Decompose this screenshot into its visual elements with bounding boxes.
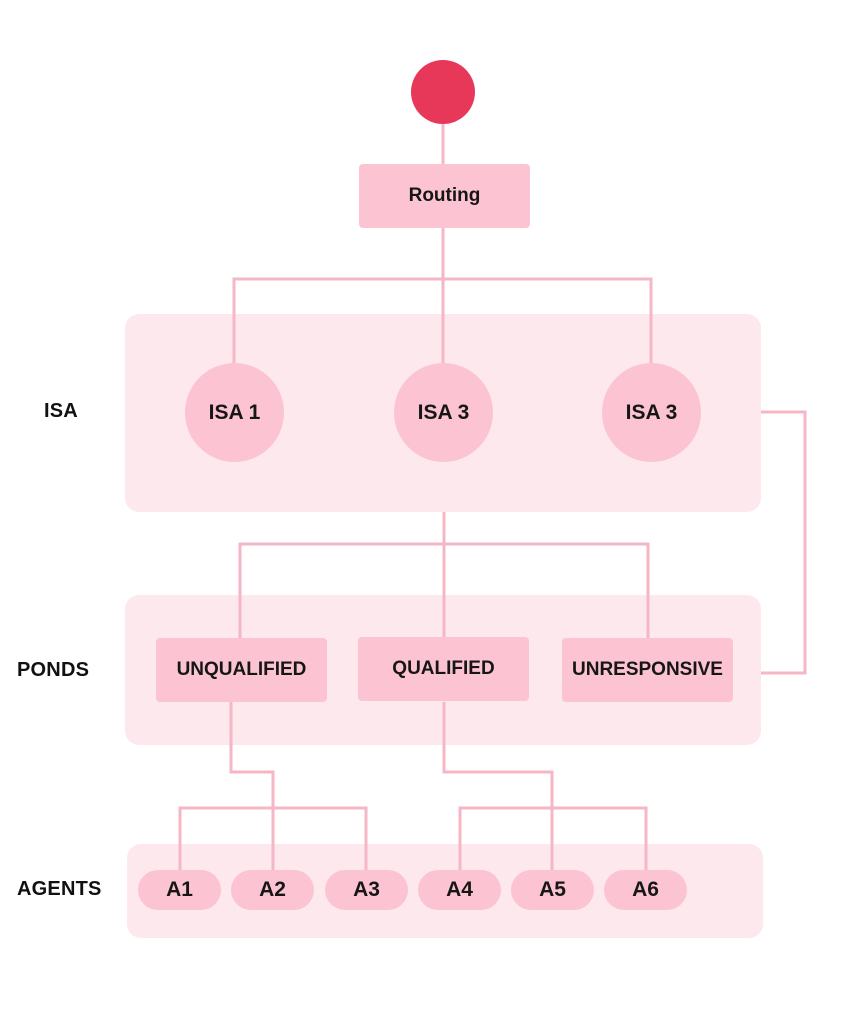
isa-node-1: ISA 1	[185, 363, 284, 462]
start-node	[411, 60, 475, 124]
pond-node-qualified: QUALIFIED	[358, 637, 529, 701]
pond-node-unqualified: UNQUALIFIED	[156, 638, 327, 702]
row-label-agents: AGENTS	[17, 878, 102, 900]
row-label-ponds: PONDS	[17, 659, 90, 681]
agent-node-a5: A5	[511, 870, 594, 910]
isa-node-3: ISA 3	[602, 363, 701, 462]
agent-node-a3: A3	[325, 870, 408, 910]
agent-node-a6: A6	[604, 870, 687, 910]
pond-node-unresponsive: UNRESPONSIVE	[562, 638, 733, 702]
isa-node-2: ISA 3	[394, 363, 493, 462]
row-label-isa: ISA	[44, 400, 78, 422]
routing-node: Routing	[359, 164, 530, 228]
connector-isa-unresponsive	[733, 410, 807, 675]
agent-node-a2: A2	[231, 870, 314, 910]
agent-node-a4: A4	[418, 870, 501, 910]
agent-node-a1: A1	[138, 870, 221, 910]
